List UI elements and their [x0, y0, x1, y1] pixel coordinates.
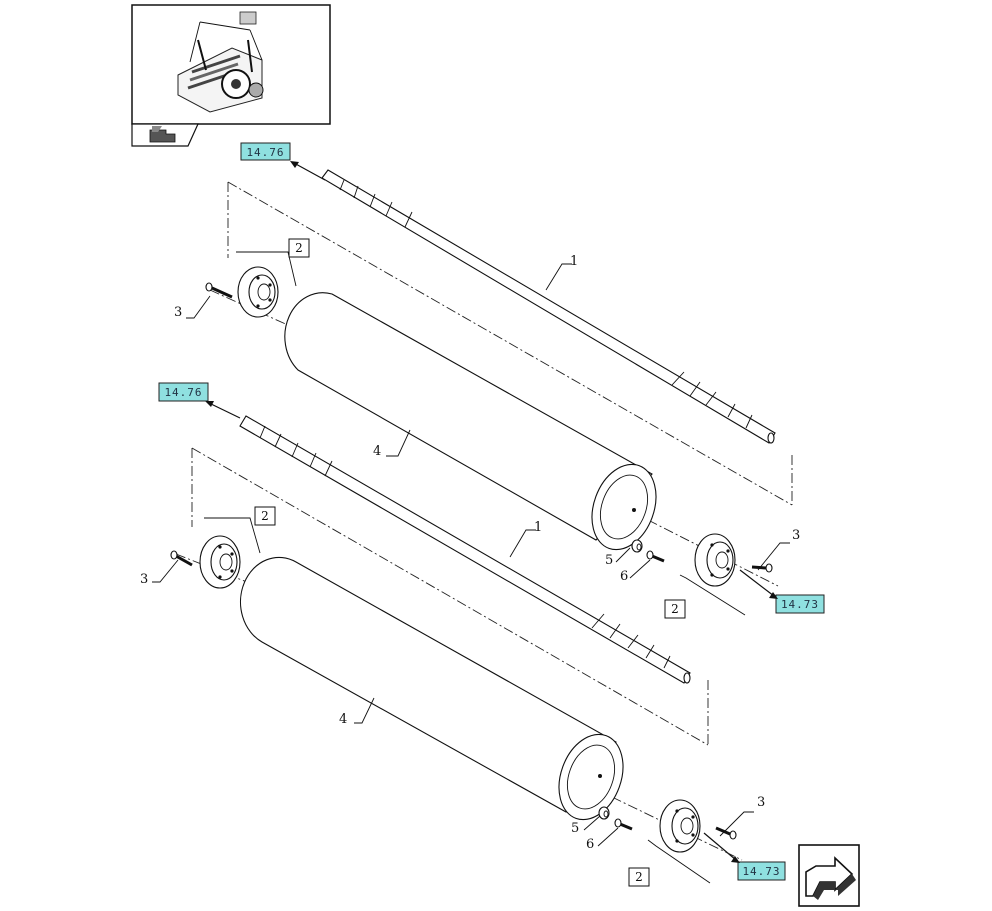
flange-lower-left[interactable]	[199, 535, 241, 589]
callout-insert-upper: 5	[605, 553, 613, 568]
next-page-button[interactable]	[798, 844, 860, 907]
svg-text:14.76: 14.76	[246, 146, 284, 159]
screw-lower-left[interactable]	[170, 550, 193, 567]
callout-screw-upper-left: 3	[174, 305, 182, 320]
svg-text:14.76: 14.76	[164, 386, 202, 399]
callout-flange-lower-right: 2	[628, 867, 650, 887]
previous-page-icon[interactable]	[149, 126, 176, 143]
insert-lower[interactable]	[598, 806, 610, 820]
middle-shaft[interactable]	[239, 415, 691, 684]
callout-screw-lower-left: 3	[140, 572, 148, 587]
ref-middle-left[interactable]: 14.76	[158, 382, 209, 402]
callout-flange-lower-left: 2	[254, 506, 276, 526]
lower-roller[interactable]	[239, 556, 635, 828]
callout-flange-upper-left: 2	[288, 238, 310, 258]
screw-upper-left[interactable]	[205, 282, 233, 299]
next-page-arrow-icon	[805, 856, 856, 900]
svg-text:14.73: 14.73	[742, 865, 780, 878]
svg-text:2: 2	[261, 509, 269, 523]
flange-upper-right[interactable]	[694, 533, 736, 587]
callout-shaft-lower: 1	[534, 520, 542, 535]
screw-lower-right[interactable]	[715, 826, 737, 840]
insert-upper[interactable]	[631, 539, 643, 553]
callout-roller-lower: 4	[339, 712, 347, 727]
callout-bolt-upper: 6	[620, 569, 628, 584]
callout-screw-upper-right: 3	[792, 528, 800, 543]
machine-overview-icon	[177, 11, 264, 113]
screw-upper-right[interactable]	[751, 563, 773, 573]
ref-lower-right[interactable]: 14.73	[737, 861, 786, 881]
bolt-upper[interactable]	[646, 550, 665, 563]
callout-screw-lower-right: 3	[757, 795, 765, 810]
ref-upper-right[interactable]: 14.73	[775, 594, 825, 614]
upper-shaft[interactable]	[321, 169, 776, 444]
flange-upper-left[interactable]	[237, 266, 279, 318]
bolt-lower[interactable]	[614, 818, 633, 831]
flange-lower-right[interactable]	[659, 799, 701, 853]
svg-text:2: 2	[635, 870, 643, 884]
svg-text:2: 2	[671, 602, 679, 616]
leader-lines	[152, 251, 790, 884]
upper-roller[interactable]	[284, 292, 667, 559]
svg-text:2: 2	[295, 241, 303, 255]
overview-thumbnail[interactable]	[131, 4, 331, 147]
svg-text:14.73: 14.73	[781, 598, 819, 611]
callout-shaft-upper: 1	[570, 254, 578, 269]
callout-roller-upper: 4	[373, 444, 381, 459]
callout-bolt-lower: 6	[586, 837, 594, 852]
callout-flange-upper-right: 2	[664, 599, 686, 619]
callout-insert-lower: 5	[571, 821, 579, 836]
ref-upper-left[interactable]: 14.76	[240, 142, 291, 161]
